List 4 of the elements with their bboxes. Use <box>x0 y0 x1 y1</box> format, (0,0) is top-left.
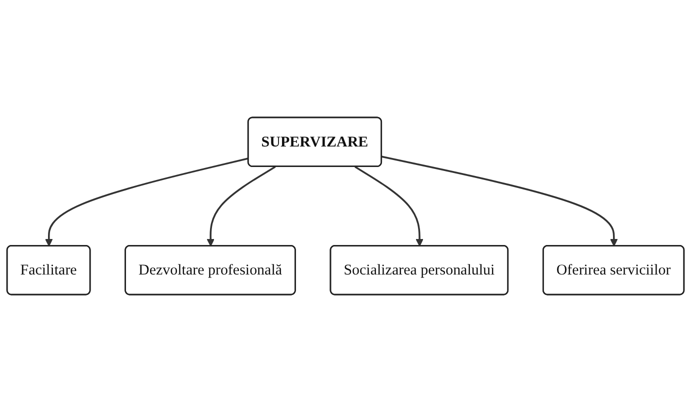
arrow <box>45 158 249 246</box>
arrow <box>354 166 424 246</box>
arrow <box>206 166 276 246</box>
arrow <box>382 156 618 246</box>
